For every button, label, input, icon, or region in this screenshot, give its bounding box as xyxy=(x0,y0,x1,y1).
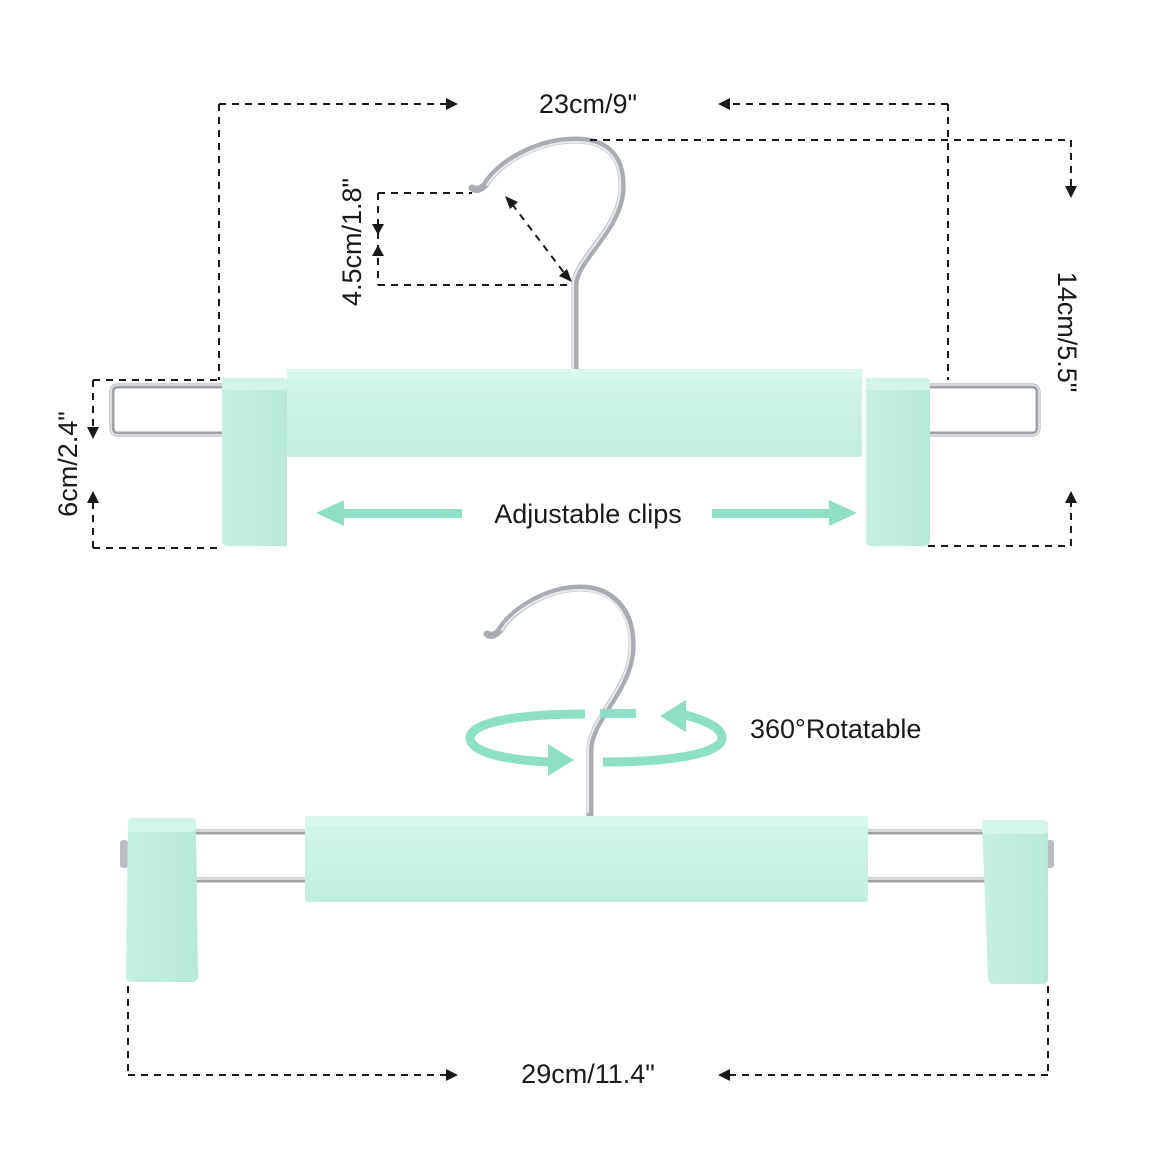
bottom-width-label: 29cm/11.4" xyxy=(521,1059,655,1089)
rotation-indicator: 360°Rotatable xyxy=(465,700,921,776)
bottom-hanger-bar xyxy=(305,816,868,902)
rotation-ring-left xyxy=(465,709,586,767)
hook-label: 4.5cm/1.8" xyxy=(337,178,367,306)
adjustable-clips-indicator: Adjustable clips xyxy=(316,499,857,529)
rotation-ring-top-right xyxy=(600,709,636,718)
top-right-clip xyxy=(866,378,930,546)
right-clip-wire xyxy=(928,383,1041,437)
left-clip-wire xyxy=(109,383,222,437)
top-hanger xyxy=(109,136,1041,546)
height-label: 14cm/5.5" xyxy=(1052,272,1082,393)
clip-height-label: 6cm/2.4" xyxy=(53,411,83,517)
height-dimension: 14cm/5.5" xyxy=(590,139,1082,547)
right-mint-arrow xyxy=(829,500,857,526)
bottom-hook-highlight xyxy=(500,588,632,814)
rotation-ring-right xyxy=(602,710,727,767)
bottom-width-dimension: 29cm/11.4" xyxy=(127,986,1049,1089)
bottom-right-clip xyxy=(982,820,1048,984)
adjustable-clips-label: Adjustable clips xyxy=(494,499,682,529)
right-clip-wire-hi xyxy=(928,384,1040,436)
top-left-clip xyxy=(222,378,287,546)
rotatable-label: 360°Rotatable xyxy=(750,714,921,744)
left-clip-wire-hi xyxy=(110,384,222,436)
bottom-hook xyxy=(483,584,636,819)
rotation-arrow-left xyxy=(548,744,574,776)
bottom-hanger xyxy=(120,584,1054,984)
left-rod-end xyxy=(120,840,128,868)
top-right-clip-top xyxy=(866,378,930,390)
bottom-hanger-bar-top-edge xyxy=(305,816,868,826)
bottom-right-clip-top xyxy=(982,820,1048,834)
top-width-dimension: 23cm/9" xyxy=(218,89,949,380)
top-left-clip-top xyxy=(222,378,287,390)
left-mint-arrow xyxy=(316,500,344,526)
bottom-left-clip-top xyxy=(128,818,196,832)
top-hanger-bar xyxy=(287,369,862,457)
bottom-left-clip xyxy=(126,818,198,982)
rotation-arrow-right xyxy=(660,700,686,732)
hook-dimension: 4.5cm/1.8" xyxy=(337,178,572,306)
top-hook-highlight xyxy=(485,140,622,370)
top-hanger-bar-top-edge xyxy=(287,369,862,379)
top-hook xyxy=(468,136,626,374)
top-width-label: 23cm/9" xyxy=(539,89,637,119)
clip-height-dimension: 6cm/2.4" xyxy=(53,379,222,549)
